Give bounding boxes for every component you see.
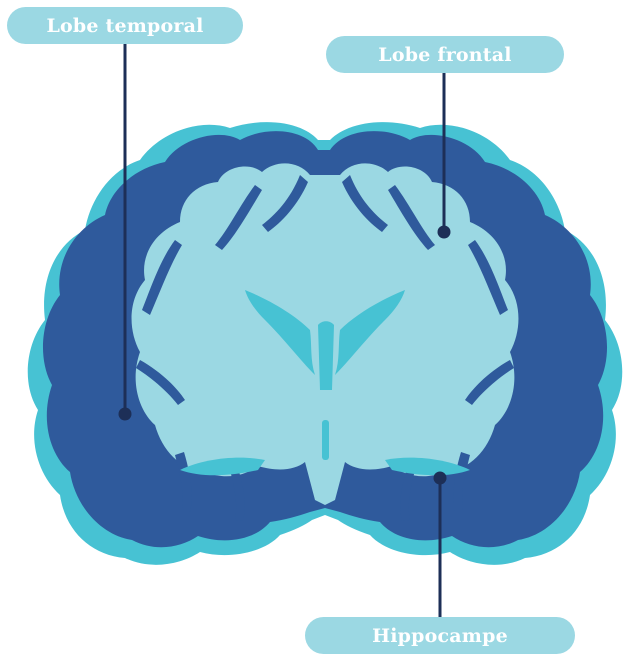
marker-hippocampus: [434, 472, 447, 485]
label-temporal-lobe: Lobe temporal: [7, 7, 243, 44]
marker-temporal: [119, 408, 132, 421]
label-hippocampus: Hippocampe: [305, 617, 575, 654]
label-frontal-lobe: Lobe frontal: [326, 36, 564, 73]
marker-frontal: [438, 226, 451, 239]
brain-section: [28, 122, 623, 565]
